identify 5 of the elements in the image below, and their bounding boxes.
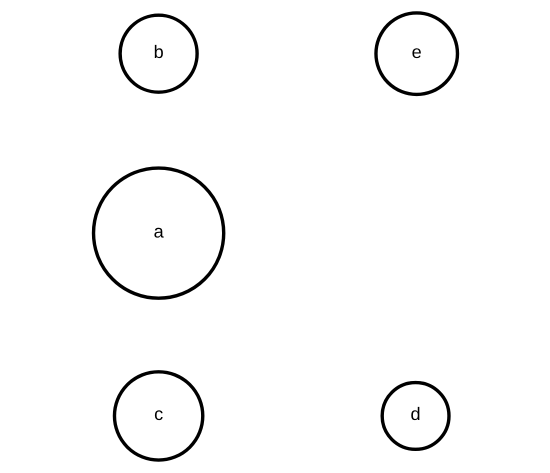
node-circle: d [380,380,450,452]
node-circle: a [91,166,225,300]
node-circle: b [118,14,198,94]
node-circle: e [374,11,459,96]
node-circle: c [112,370,204,462]
